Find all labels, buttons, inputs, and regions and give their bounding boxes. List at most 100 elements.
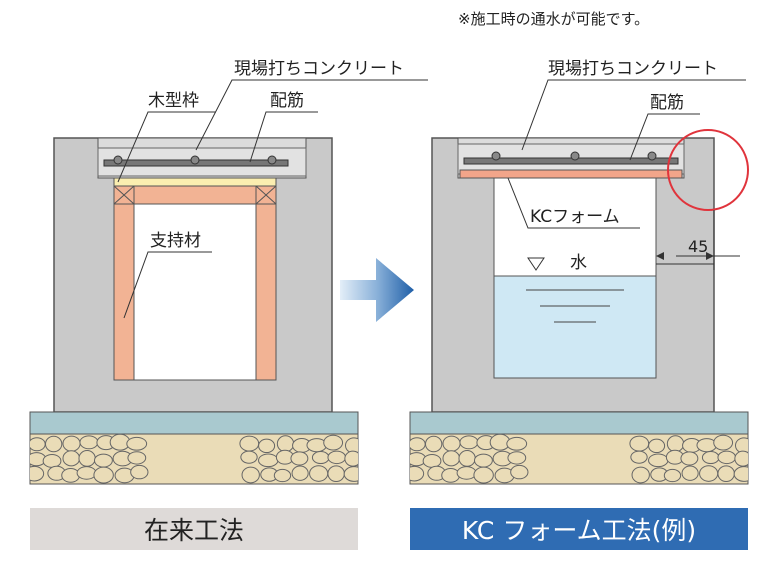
left-cross-line [255,185,277,205]
gravel-stone [258,453,279,468]
gravel-stone [631,466,650,484]
gravel-stone [45,435,63,453]
gravel-stone [62,435,81,452]
gravel-stone [327,465,345,482]
caption-kc-form: KC フォーム工法(例) [410,508,748,550]
left-label-support: 支持材 [150,231,201,251]
gravel-stone [441,467,461,483]
left-support-left [113,185,135,381]
gravel-stone [442,435,461,452]
gravel-stone [630,450,648,464]
right-water [493,275,657,379]
gravel-stone [93,466,114,484]
right-label-water: 水 [570,253,587,273]
note-text: ※施工時の通水が可能です。 [458,10,650,28]
gravel-stone [510,464,529,480]
gravel-stone [629,435,650,452]
gravel-stone [273,468,292,483]
left-cross-block [113,185,135,205]
gravel-stone [701,451,720,465]
gravel-stone [93,453,113,468]
gravel-stone [459,435,479,450]
left-formwork-board [113,177,277,187]
dimension-value: 45 [688,237,708,256]
gravel-stone [666,435,685,453]
gravel-stone [473,453,493,468]
highlight-circle [667,129,749,211]
gravel-stone [425,435,443,453]
gravel-stone [473,466,494,484]
gravel-stone [62,450,81,467]
left-leader-support [123,251,212,319]
gravel-stone [239,435,260,452]
gravel-stone [713,434,734,451]
left-support-top [113,185,277,205]
dimension-arrowhead [656,252,664,260]
gravel-stone [733,466,748,482]
left-leader-rebar [249,111,318,163]
gravel-stone [663,468,682,483]
left-labels: 現場打ちコンクリート 木型枠 配筋 支持材 [117,59,428,319]
left-cross-line [113,185,135,205]
left-label-formwork: 木型枠 [148,91,199,111]
gravel-stone [30,437,46,452]
gravel-stone [410,437,426,452]
gravel-stone [734,450,748,467]
left-support-right [255,185,277,381]
gravel-stone [130,464,149,480]
left-inner-void [133,203,257,381]
gravel-stone [76,466,97,480]
left-gravel-stones [30,433,358,484]
gravel-stone [42,453,62,468]
right-label-rebar: 配筋 [650,93,684,113]
gravel-stone [717,465,735,482]
gravel-stone [442,450,461,467]
gravel-stone [241,466,260,484]
right-gravel-stones [410,433,748,484]
gravel-stone [127,451,147,465]
gravel-stone [344,450,358,467]
gravel-stone [78,450,96,467]
gravel-stone [309,465,329,482]
right-base-layer [409,411,749,435]
caption-conventional: 在来工法 [30,508,358,550]
transition-arrow [340,258,414,322]
gravel-stone [291,465,309,481]
gravel-stone [276,435,295,453]
gravel-stone [410,465,425,482]
gravel-stone [456,466,477,480]
right-rebar-dot [647,151,657,161]
right-leader-rebar [629,113,700,161]
gravel-stone [458,450,476,467]
gravel-stone [311,451,330,465]
left-rebar-dot [267,155,277,165]
dimension-arrowhead [706,252,714,260]
gravel-stone [422,453,442,468]
gravel-stone [240,450,258,464]
left-label-rebar: 配筋 [270,91,304,111]
gravel-stone [507,451,527,465]
gravel-stone [648,453,669,468]
gravel-stone [506,436,528,451]
water-level-triangle [527,257,545,271]
gravel-stone [61,467,81,483]
right-leader-concrete [521,79,746,151]
gravel-stone [680,451,699,466]
gravel-stone [699,465,719,482]
right-labels: 現場打ちコンクリート 配筋 KCフォーム 水 45 [507,59,746,273]
right-leader-kcform [507,177,640,229]
gravel-stone [681,465,699,481]
right-rebar-dot [491,151,501,161]
right-label-concrete: 現場打ちコンクリート [548,59,718,79]
left-cross-block [255,185,277,205]
left-label-concrete: 現場打ちコンクリート [234,59,404,79]
gravel-stone [343,466,358,482]
gravel-stone [323,434,344,451]
gravel-stone [648,438,666,454]
left-base-layer [29,411,359,435]
gravel-stone [126,436,148,451]
gravel-stone [717,450,737,465]
left-rebar-dot [113,155,123,165]
